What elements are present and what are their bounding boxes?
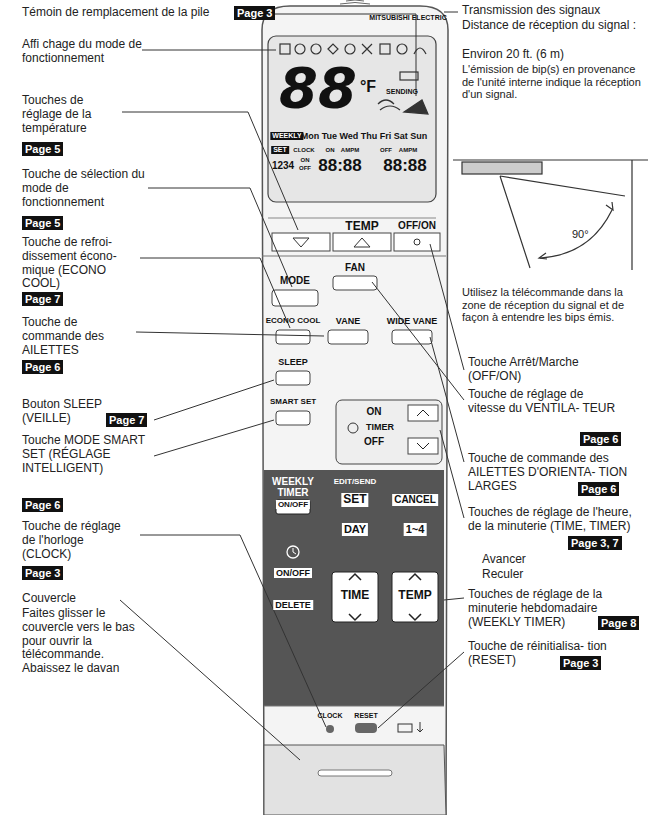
lcd-indicator: AMPM [399,147,417,154]
callout-text: Environ 20 ft. (6 m) [462,48,642,62]
page-badge: Page 8 [598,616,639,630]
page-badge: Page 6 [22,498,63,512]
lcd-indicator: SENDING [386,88,418,96]
page-badge: Page 3 [22,566,63,580]
page-badge: Page 6 [580,432,621,446]
lcd-days: Mon Tue Wed Thu Fri Sat Sun [301,131,428,141]
callout-text: Faites glisser le couvercle vers le bas … [22,607,140,676]
callout-text: Touches de réglage de la température [22,94,118,135]
callout-text: Touche MODE SMART SET (RÉGLAGE INTELLIGE… [22,434,150,475]
callout-text: Bouton SLEEP (VEILLE) [22,398,106,426]
brand-logo: MITSUBISHI ELECTRIC [369,14,446,22]
lcd-indicator: WEEKLY [270,132,303,140]
button-label: ECONO COOL [266,316,321,325]
page-badge: Page 5 [22,142,63,156]
button-label: OFF/ON [398,220,436,232]
callout-text: Touches de réglage de l'heure, de la min… [468,506,640,534]
lcd-digits: 88:88 [318,156,361,176]
button-label: TEMP [396,589,433,603]
lcd-indicator: ON [301,157,310,164]
page-badge: Page 3 [234,6,275,20]
lcd-digits: 88:88 [383,156,426,176]
page-badge: Page 3 [560,656,601,670]
button-label: TIMER [366,422,394,432]
button-label: OFF [364,436,384,448]
callout-text: Transmission des signaux [462,4,648,18]
callout-text: Touche de réglage de l'horloge (CLOCK) [22,520,134,561]
button-label: CLOCK [318,712,343,720]
button-label: TEMP [345,220,378,234]
callout-text: Touche de refroi- dissement écono- mique… [22,236,138,291]
lcd-indicator: OFF [380,147,392,154]
lcd-indicator: 1234 [272,160,294,172]
callout-text: Touche de commande des AILETTES [22,316,134,357]
button-label: VANE [336,316,360,326]
button-label: FAN [345,262,365,274]
page-badge: Page 3, 7 [568,536,622,550]
button-label: SMART SET [270,397,316,406]
button-label: MODE [280,275,310,287]
button-label: DAY [342,523,368,536]
button-label: WEEKLY TIMER [265,477,321,498]
callout-text: Avancer [482,553,526,567]
callout-text: Distance de réception du signal : [462,19,642,33]
callout-text: Touche de réinitialisa- tion (RESET) [468,640,628,668]
lcd-indicator: AMPM [341,147,359,154]
callout-text: L'émission de bip(s) en provenance de l'… [462,63,642,101]
lcd-indicator: CLOCK [293,147,314,154]
lcd-unit: °F [360,78,376,96]
callout-text: Touche de sélection du mode de fonctionn… [22,168,148,209]
button-label: RESET [354,712,377,720]
button-label: ON [367,406,382,418]
callout-text: Touche Arrêt/Marche (OFF/ON) [468,356,618,384]
page-badge: Page 6 [22,360,63,374]
callout-text: Reculer [482,568,523,582]
callout-text: Affi chage du mode de fonctionnement [22,38,142,66]
page-badge: Page 7 [106,413,147,427]
button-label: EDIT/SEND [334,478,377,486]
callout-text: Couvercle [22,592,142,606]
button-label: SET [341,493,368,507]
button-label: TIME [339,589,372,603]
lcd-indicator: SET [271,146,289,154]
page-badge: Page 7 [22,292,63,306]
lcd-digits: 88 [279,60,357,116]
button-label: 1~4 [404,523,427,536]
angle-label: 90° [572,228,589,241]
page-badge: Page 6 [578,482,619,496]
callout-text: Utilisez la télécommande dans la zone de… [462,286,642,324]
button-label: WIDE VANE [387,316,437,326]
button-label: ON/OFF [274,568,312,578]
page-badge: Page 5 [22,216,63,230]
button-label: ON/OFF [276,500,310,509]
button-label: SLEEP [278,357,308,367]
callout-text: Témoin de remplacement de la pile [22,6,232,20]
lcd-indicator: OFF [299,165,311,172]
callout-text: Touche de réglage de vitesse du VENTILA-… [468,388,618,416]
button-label: CANCEL [392,494,438,506]
button-label: DELETE [273,600,313,610]
lcd-indicator: ON [326,147,335,154]
